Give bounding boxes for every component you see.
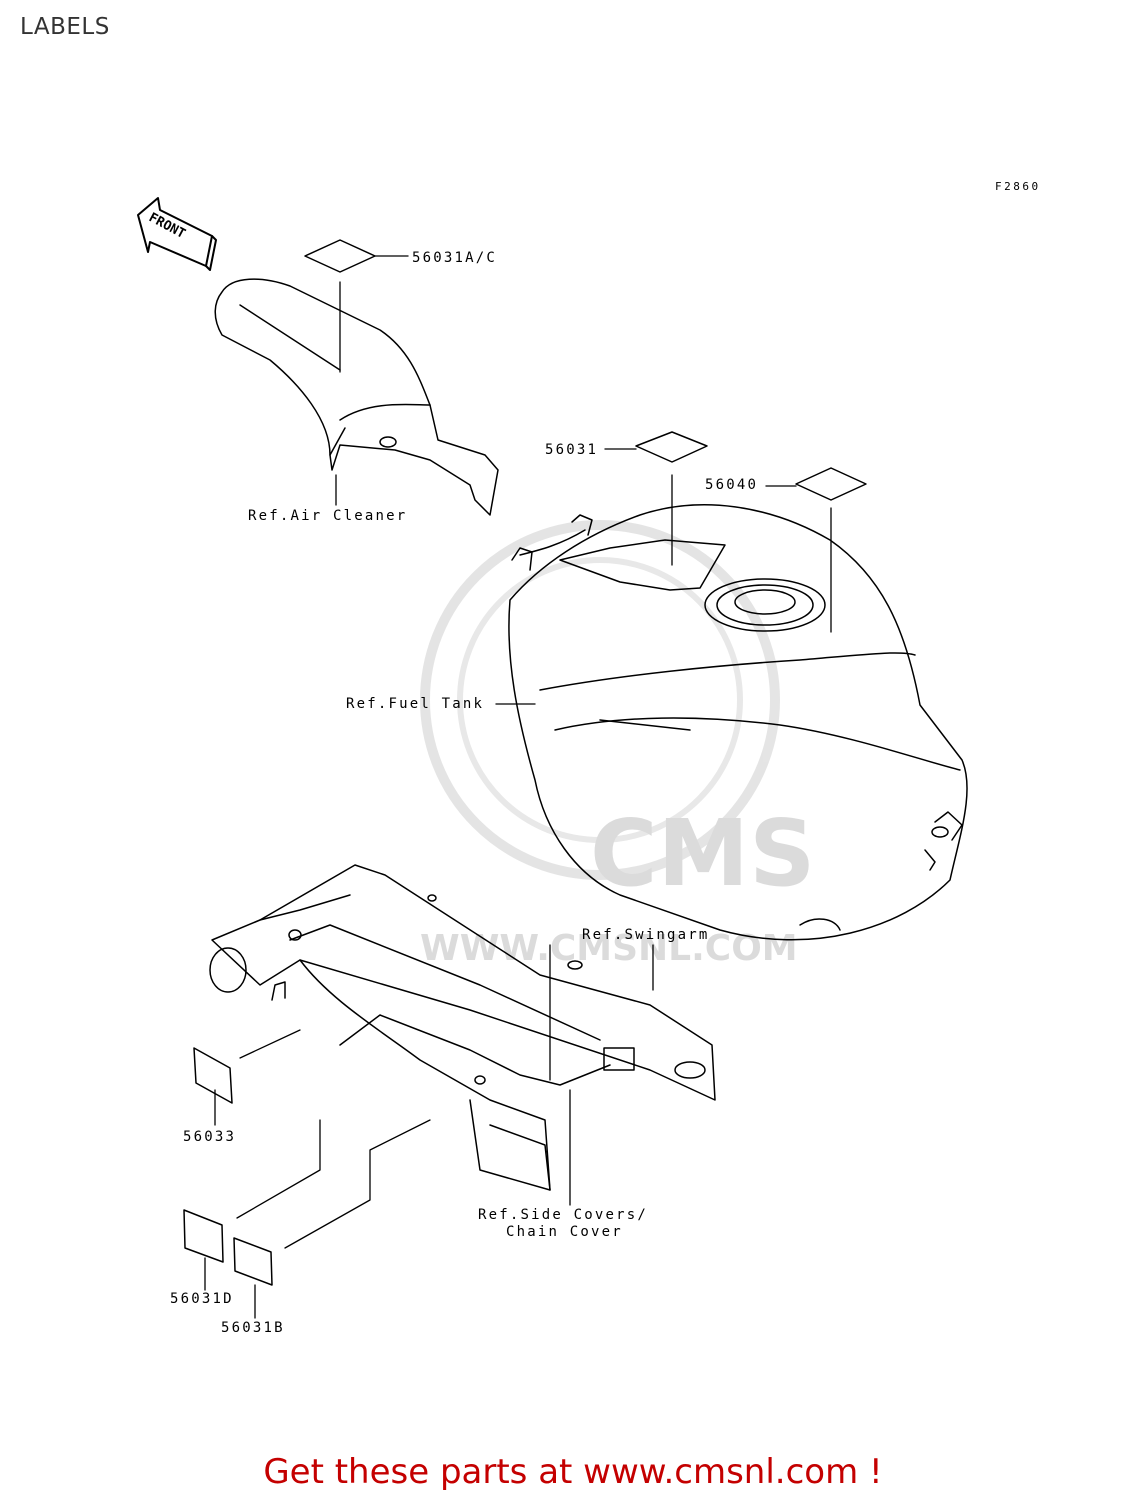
label-56031d-sticker <box>183 1209 224 1263</box>
ref-chain-cover: Chain Cover <box>506 1224 623 1240</box>
parts-diagram: CMS WWW.CMSNL.COM <box>137 180 1041 1336</box>
part-label-56031[interactable]: 56031 <box>545 442 598 458</box>
cmsnl-watermark: CMS WWW.CMSNL.COM <box>420 520 815 969</box>
front-arrow-icon <box>137 197 217 271</box>
leader-lines <box>204 255 832 1319</box>
part-label-56033[interactable]: 56033 <box>183 1129 236 1145</box>
air-cleaner-duct <box>214 278 499 516</box>
fuel-tank <box>508 504 968 941</box>
part-label-56031d[interactable]: 56031D <box>170 1291 234 1307</box>
ref-air-cleaner: Ref.Air Cleaner <box>248 508 407 524</box>
ref-side-covers: Ref.Side Covers/ <box>478 1207 648 1223</box>
page-title: LABELS <box>20 14 110 40</box>
label-56031ac-sticker <box>304 239 376 273</box>
label-56031b-sticker <box>233 1237 273 1286</box>
part-label-56040[interactable]: 56040 <box>705 477 758 493</box>
label-56033-sticker <box>193 1047 233 1104</box>
watermark-logo: CMS <box>590 800 815 907</box>
label-56040-sticker <box>795 467 867 501</box>
ref-fuel-tank: Ref.Fuel Tank <box>346 696 484 712</box>
part-label-56031ac[interactable]: 56031A/C <box>412 250 497 266</box>
watermark-url: WWW.CMSNL.COM <box>420 928 798 969</box>
label-56031-sticker <box>635 431 708 463</box>
ref-swingarm: Ref.Swingarm <box>582 927 710 943</box>
swingarm <box>209 864 716 1191</box>
footer-link[interactable]: Get these parts at www.cmsnl.com ! <box>263 1452 883 1492</box>
figure-code: F2860 <box>995 180 1041 193</box>
part-label-56031b[interactable]: 56031B <box>221 1320 285 1336</box>
